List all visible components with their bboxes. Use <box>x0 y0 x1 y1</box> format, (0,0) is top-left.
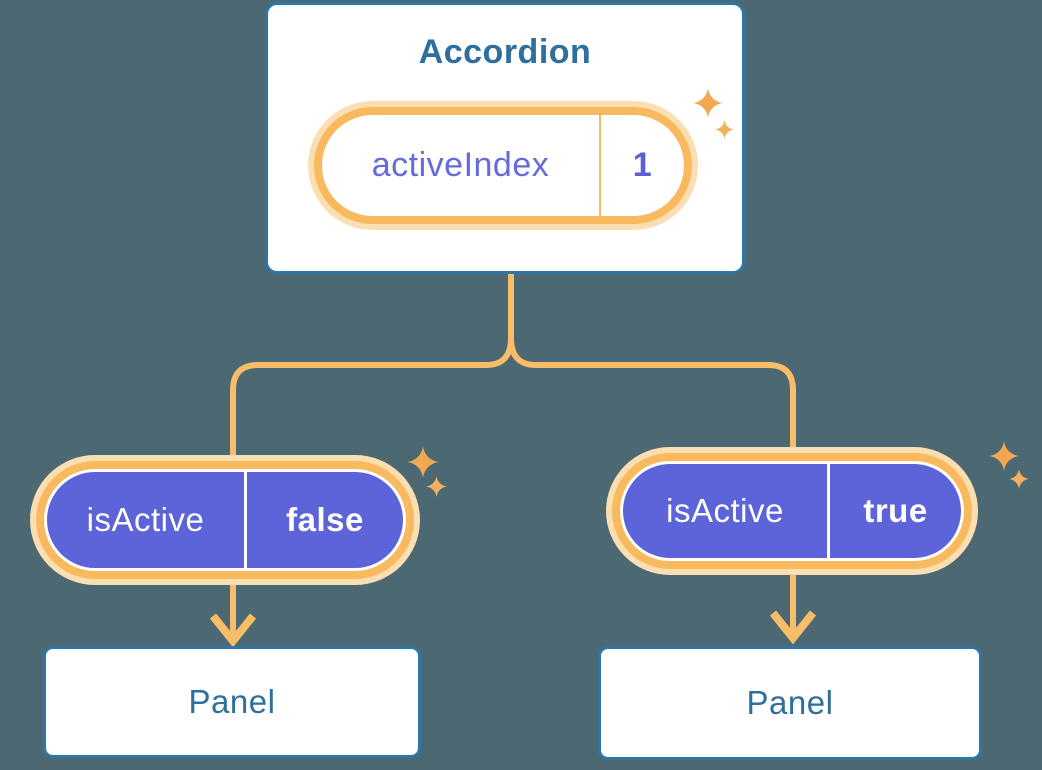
pill-core: isActive false <box>44 469 406 571</box>
state-value: true <box>863 492 928 529</box>
pill-fill: isActive true <box>623 464 961 558</box>
sparkle-small-icon <box>1009 469 1029 489</box>
accordion-title: Accordion <box>418 33 592 71</box>
state-label: activeIndex <box>322 115 601 216</box>
pill-core: isActive true <box>620 461 964 561</box>
branch-right-line <box>508 337 796 633</box>
arrow-down-right-icon <box>769 610 817 645</box>
pill-ring: isActive true <box>612 453 972 569</box>
state-pill-isactive-right: isActive true <box>606 447 978 575</box>
state-value: 1 <box>632 146 653 184</box>
panel-box-left: Panel <box>43 646 421 758</box>
pill-ring: activeIndex 1 <box>314 107 692 224</box>
state-value: false <box>286 501 364 538</box>
state-label: isActive <box>623 464 830 558</box>
sparkle-small-icon <box>426 476 447 497</box>
panel-box-right: Panel <box>598 646 982 760</box>
branch-left-line <box>230 337 514 636</box>
pill-ring: isActive false <box>36 461 414 579</box>
panel-title: Panel <box>188 683 276 720</box>
state-pill-isactive-left: isActive false <box>30 455 420 585</box>
pill-fill: isActive false <box>47 472 403 568</box>
state-label: isActive <box>47 472 247 568</box>
arrow-down-left-icon <box>209 613 257 648</box>
sparkle-large-icon <box>989 441 1019 471</box>
sparkle-small-icon <box>715 120 734 139</box>
sparkle-large-icon <box>407 446 439 478</box>
pill-core: activeIndex 1 <box>322 115 684 216</box>
state-pill-activeindex: activeIndex 1 <box>308 101 698 230</box>
sparkle-large-icon <box>693 88 723 118</box>
panel-title: Panel <box>746 684 834 721</box>
